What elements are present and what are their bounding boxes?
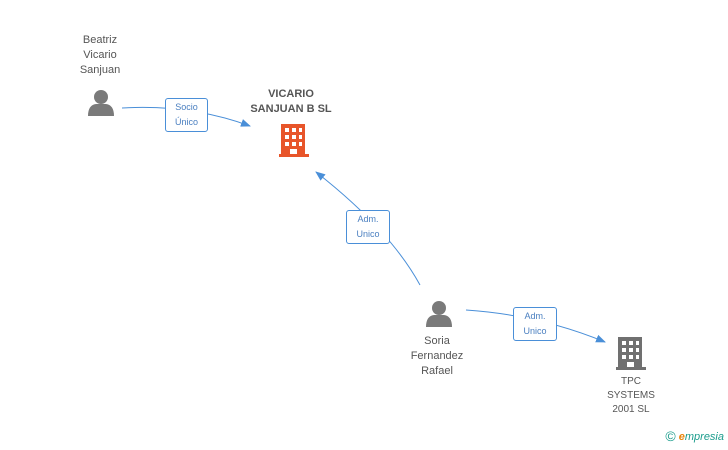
copyright-symbol: © <box>665 428 676 444</box>
empresia-logo: © empresia <box>665 428 724 444</box>
person-icon[interactable] <box>426 301 452 327</box>
edge-label-socio-unico: Socio Único <box>165 98 208 132</box>
edge-label-adm-unico: Adm. Unico <box>346 210 390 244</box>
person-icon[interactable] <box>88 90 114 116</box>
edge-label-adm-unico: Adm. Unico <box>513 307 557 341</box>
node-label-tpc[interactable]: TPC SYSTEMS 2001 SL <box>607 376 655 415</box>
building-icon[interactable] <box>279 124 309 157</box>
node-label-beatriz[interactable]: Beatriz Vicario Sanjuan <box>79 34 121 76</box>
node-label-soria[interactable]: Soria Fernandez Rafael <box>410 335 464 377</box>
brand-e: e <box>678 431 685 443</box>
node-label-vicario[interactable]: VICARIO SANJUAN B SL <box>250 88 332 115</box>
brand-name: mpresia <box>684 431 724 443</box>
building-icon[interactable] <box>616 337 646 370</box>
